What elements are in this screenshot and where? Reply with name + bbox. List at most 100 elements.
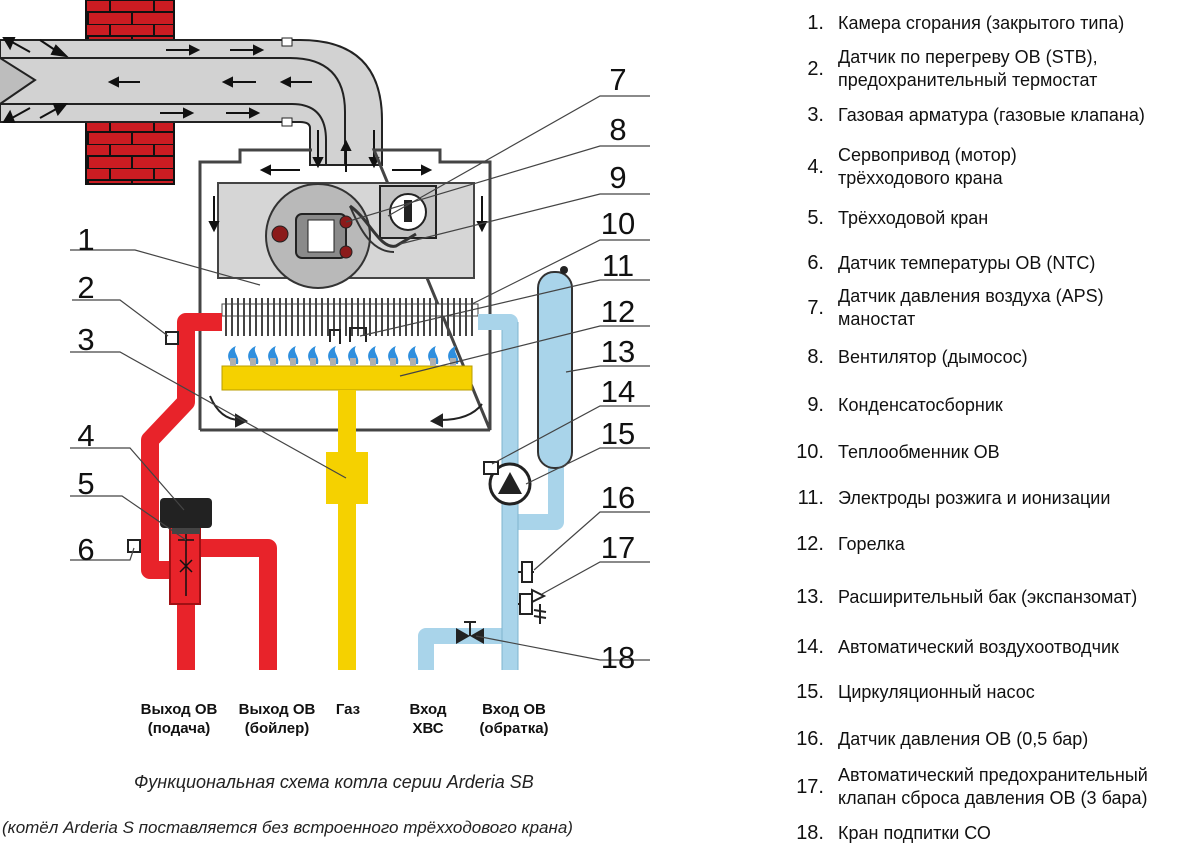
legend-line: Теплообменник ОВ	[838, 442, 1000, 462]
callout-8: 8	[609, 112, 626, 147]
burner-nozzle	[450, 358, 456, 366]
servo-motor	[160, 498, 212, 534]
legend-item-5: 5. Трёхходовой кран	[780, 207, 988, 230]
legend-text: Горелка	[838, 533, 905, 556]
label-line: ХВС	[412, 720, 444, 737]
label-gas: Газ	[318, 700, 378, 719]
legend-text: Электроды розжига и ионизации	[838, 487, 1110, 510]
legend-text: Камера сгорания (закрытого типа)	[838, 12, 1124, 35]
safety-valve	[518, 588, 547, 624]
label-line: Газ	[335, 701, 361, 718]
overheat-sensor	[165, 331, 179, 345]
legend-item-4: 4. Сервопривод (мотор)трёхходового крана	[780, 144, 1017, 190]
legend-text: Автоматический воздухоотводчик	[838, 636, 1119, 659]
legend-item-2: 2.Датчик по перегреву ОВ (STB),предохран…	[780, 46, 1098, 92]
burner-nozzle	[330, 358, 336, 366]
label-return-in: Вход ОВ (обратка)	[462, 700, 566, 738]
fan	[265, 183, 371, 289]
label-line: (подача)	[147, 720, 211, 737]
legend-text: Кран подпитки СО	[838, 822, 991, 845]
legend-item-10: 10.Теплообменник ОВ	[780, 441, 1000, 464]
legend-line: Автоматический воздухоотводчик	[838, 637, 1119, 657]
callout-16: 16	[601, 480, 635, 515]
label-line: Выход ОВ	[140, 701, 218, 718]
legend-item-15: 15. Циркуляционный насос	[780, 681, 1035, 704]
callout-18: 18	[601, 640, 635, 675]
burner-nozzle	[430, 358, 436, 366]
burner-nozzle	[290, 358, 296, 366]
callout-5: 5	[77, 466, 94, 501]
legend-number: 18.	[796, 822, 824, 844]
legend-item-8: 8.Вентилятор (дымосос)	[780, 346, 1028, 369]
callout-9: 9	[609, 160, 626, 195]
legend-text: Датчик по перегреву ОВ (STB), предохранит…	[838, 46, 1098, 92]
label-line: Вход	[409, 701, 447, 718]
leader-lines	[70, 95, 650, 661]
legend-text: Конденсатосборник	[838, 394, 1003, 417]
burner-nozzle	[410, 358, 416, 366]
brick-wall-top	[85, 0, 175, 41]
legend-number: 1.	[807, 12, 824, 34]
legend-text: Газовая арматура (газовые клапана)	[838, 104, 1145, 127]
callout-7: 7	[609, 62, 626, 97]
legend-text: Датчик температуры ОВ (NTC)	[838, 252, 1095, 275]
label-supply-out: Выход ОВ (подача)	[124, 700, 234, 738]
legend-line: Вентилятор (дымосос)	[838, 347, 1028, 367]
legend-text: Циркуляционный насос	[838, 681, 1035, 704]
legend-text: Вентилятор (дымосос)	[838, 346, 1028, 369]
legend-line: Расширительный бак (экспанзомат)	[838, 587, 1138, 607]
callout-11: 11	[602, 248, 634, 283]
legend-line: Кран подпитки СО	[838, 823, 991, 843]
ntc-sensor	[127, 539, 141, 553]
legend-item-13: 13.Расширительный бак (экспанзомат)	[780, 586, 1137, 609]
legend-item-12: 12. Горелка	[780, 533, 905, 556]
legend-text: Датчик давления ОВ (0,5 бар)	[838, 728, 1088, 751]
brick-wall-bottom	[85, 121, 175, 185]
legend-line: предохранительный термостат	[838, 70, 1098, 90]
legend-line: Циркуляционный насос	[838, 682, 1035, 702]
callout-4: 4	[77, 418, 94, 453]
label-line: Вход ОВ	[482, 701, 546, 718]
callout-3: 3	[77, 322, 94, 357]
callout-2: 2	[77, 270, 94, 305]
burner-nozzle	[350, 358, 356, 366]
legend-text: Трёхходовой кран	[838, 207, 988, 230]
callout-6: 6	[77, 532, 94, 567]
callout-14: 14	[601, 374, 635, 409]
legend-item-18: 18. Кран подпитки СО	[780, 822, 991, 845]
legend-text: Сервопривод (мотор)трёхходового крана	[838, 144, 1017, 190]
legend-number: 5.	[807, 207, 824, 229]
burner-nozzle	[250, 358, 256, 366]
legend-line: Трёхходовой кран	[838, 208, 989, 228]
callout-10: 10	[601, 206, 635, 241]
flue-pipe	[0, 37, 383, 166]
circulation-pump	[483, 461, 532, 506]
label-line: (бойлер)	[244, 720, 310, 737]
legend-number: 9.	[807, 394, 824, 416]
legend-number: 4.	[807, 155, 824, 178]
legend-line: Датчик по перегреву ОВ (STB),	[838, 47, 1098, 67]
diagram-note: (котёл Arderia S поставляется без встрое…	[2, 818, 573, 837]
flue-flow-arrows	[2, 37, 380, 172]
burner-nozzle	[230, 358, 236, 366]
boiler-diagram: 1 2 3 4 5 6 7 8 9 10 11 12 13 14 15 16 1…	[0, 0, 650, 675]
legend-item-7: 7. Датчик давления воздуха (APS)маностат	[780, 285, 1104, 331]
callout-numbers: 1 2 3 4 5 6 7 8 9 10 11 12 13 14 15 16 1…	[77, 62, 635, 675]
legend-number: 17.	[796, 775, 824, 798]
label-line: Выход ОВ	[238, 701, 316, 718]
callout-17: 17	[601, 530, 635, 565]
legend-text: Датчик давления воздуха (APS)маностат	[838, 285, 1104, 331]
legend-line: Газовая арматура (газовые клапана)	[838, 105, 1145, 125]
legend-number: 12.	[796, 533, 824, 555]
legend-item-1: 1. Камера сгорания (закрытого типа)	[780, 12, 1124, 35]
burner	[221, 365, 473, 391]
pressure-sensor	[518, 561, 534, 583]
legend-item-6: 6.Датчик температуры ОВ (NTC)	[780, 252, 1095, 275]
expansion-tank	[537, 266, 573, 469]
heat-exchanger	[221, 303, 479, 317]
legend-number: 15.	[796, 681, 824, 703]
callout-13: 13	[601, 334, 635, 369]
legend-line: Датчик давления воздуха (APS)	[838, 286, 1104, 306]
legend-number: 7.	[807, 296, 824, 319]
